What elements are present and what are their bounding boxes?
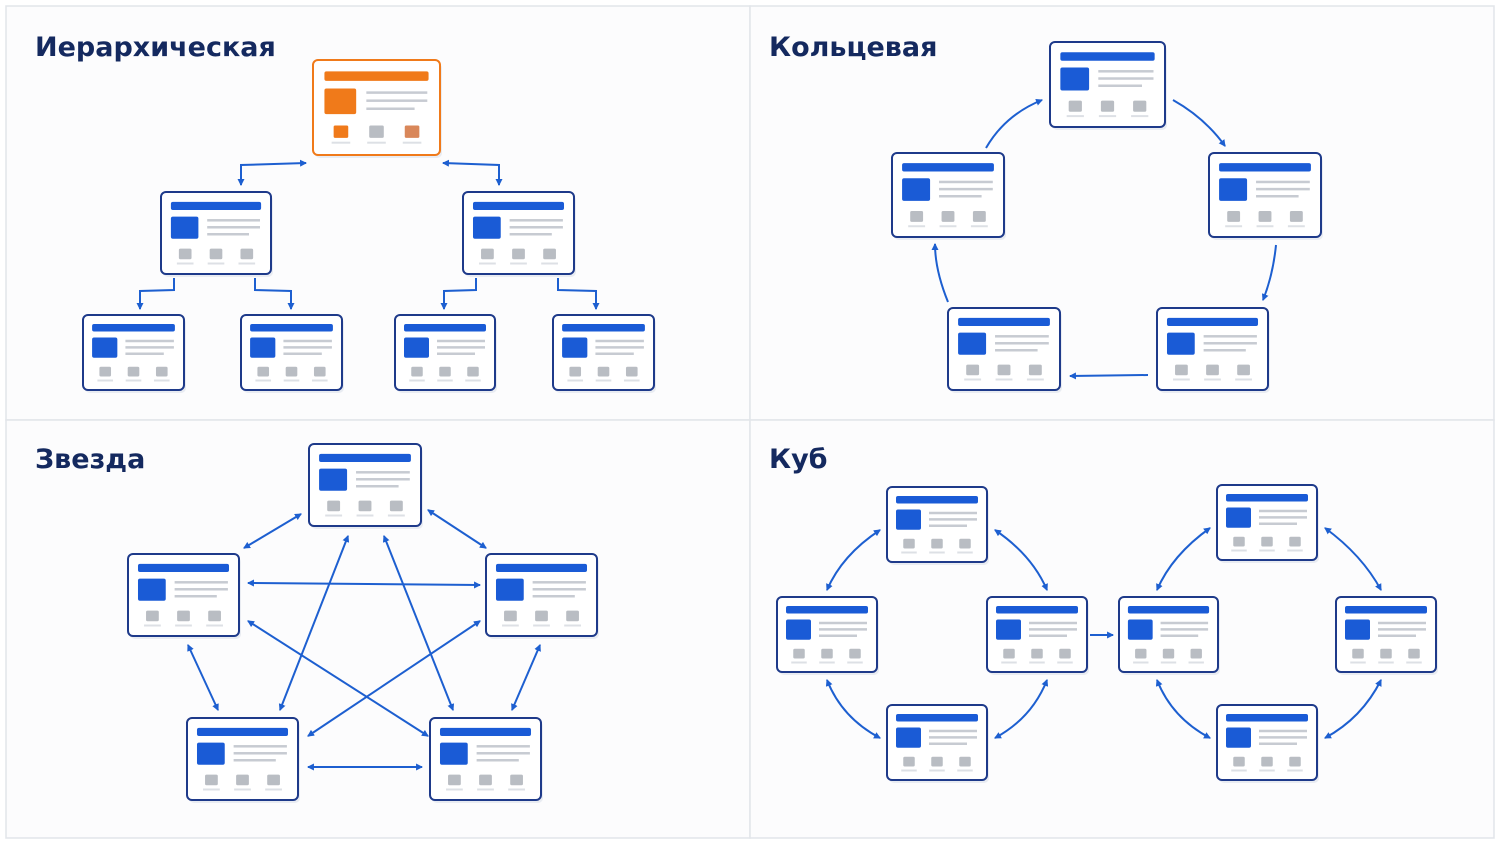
cube-a-arrow-top-right: [994, 529, 1048, 591]
cube-a-page-left: [776, 596, 879, 675]
nodes-layer: [82, 41, 1438, 803]
panel-title-ring: Кольцевая: [769, 32, 937, 63]
cube-a-arrow-left-bottom: [825, 679, 881, 739]
ring-arrow-1: [1172, 99, 1226, 147]
cube-b-arrow-top-left: [1156, 527, 1211, 591]
hier-page-leaf-1: [82, 314, 186, 393]
star-page-bottom-left: [186, 717, 300, 803]
star-page-left: [127, 553, 241, 639]
ring-page-right: [1208, 152, 1323, 240]
ring-page-bottom-left: [947, 307, 1062, 393]
ring-page-bottom-right: [1156, 307, 1270, 393]
hier-page-leaf-3: [394, 314, 497, 393]
cube-b-page-bottom: [1216, 704, 1319, 783]
panel-title-hierarchical: Иерархическая: [35, 32, 276, 63]
cube-b-page-top: [1216, 484, 1319, 563]
cube-b-page-right: [1335, 596, 1438, 675]
hier-arrow-right-leaf3: [440, 278, 477, 311]
hier-page-leaf-4: [552, 314, 656, 393]
hier-page-right: [462, 191, 576, 277]
hier-arrow-right-leaf4: [557, 278, 600, 311]
cube-b-page-left: [1118, 596, 1220, 675]
cube-a-arrow-right-bottom: [994, 679, 1049, 739]
hier-arrow-root-right: [441, 159, 503, 187]
ring-page-left: [891, 152, 1006, 240]
hier-page-leaf-2: [240, 314, 344, 393]
cube-b-arrow-left-bottom: [1155, 679, 1211, 739]
ring-arrow-3: [1068, 372, 1149, 380]
arrows-layer: [136, 98, 1382, 771]
star-page-right: [485, 553, 599, 639]
hier-page-left: [160, 191, 273, 277]
star-arrow-top-left: [243, 513, 302, 549]
panel-title-cube: Куб: [769, 444, 828, 475]
star-arrow-right-to-bottomleft: [307, 620, 481, 737]
cube-a-page-right: [986, 596, 1089, 675]
star-page-bottom-right: [429, 717, 543, 803]
cube-a-page-top: [886, 486, 989, 565]
ring-arrow-5: [985, 98, 1043, 149]
hier-root-page: [312, 59, 442, 158]
cube-b-arrow-top-right: [1324, 527, 1382, 591]
cube-b-arrow-right-bottom: [1324, 679, 1382, 739]
cube-a-page-bottom: [886, 704, 989, 783]
hier-arrow-left-leaf1: [136, 278, 175, 311]
ring-arrow-4: [931, 242, 949, 303]
star-arrow-top-right: [427, 509, 487, 549]
ring-page-top: [1049, 41, 1167, 130]
ring-arrow-2: [1261, 244, 1277, 301]
panel-title-star: Звезда: [35, 444, 145, 475]
cube-a-arrow-top-left: [826, 529, 881, 591]
star-arrow-right-bottomright: [511, 644, 541, 711]
star-page-top: [308, 443, 423, 529]
star-arrow-left-bottomleft: [187, 644, 219, 711]
hier-arrow-left-leaf2: [254, 278, 295, 311]
hier-arrow-root-left: [237, 159, 308, 187]
